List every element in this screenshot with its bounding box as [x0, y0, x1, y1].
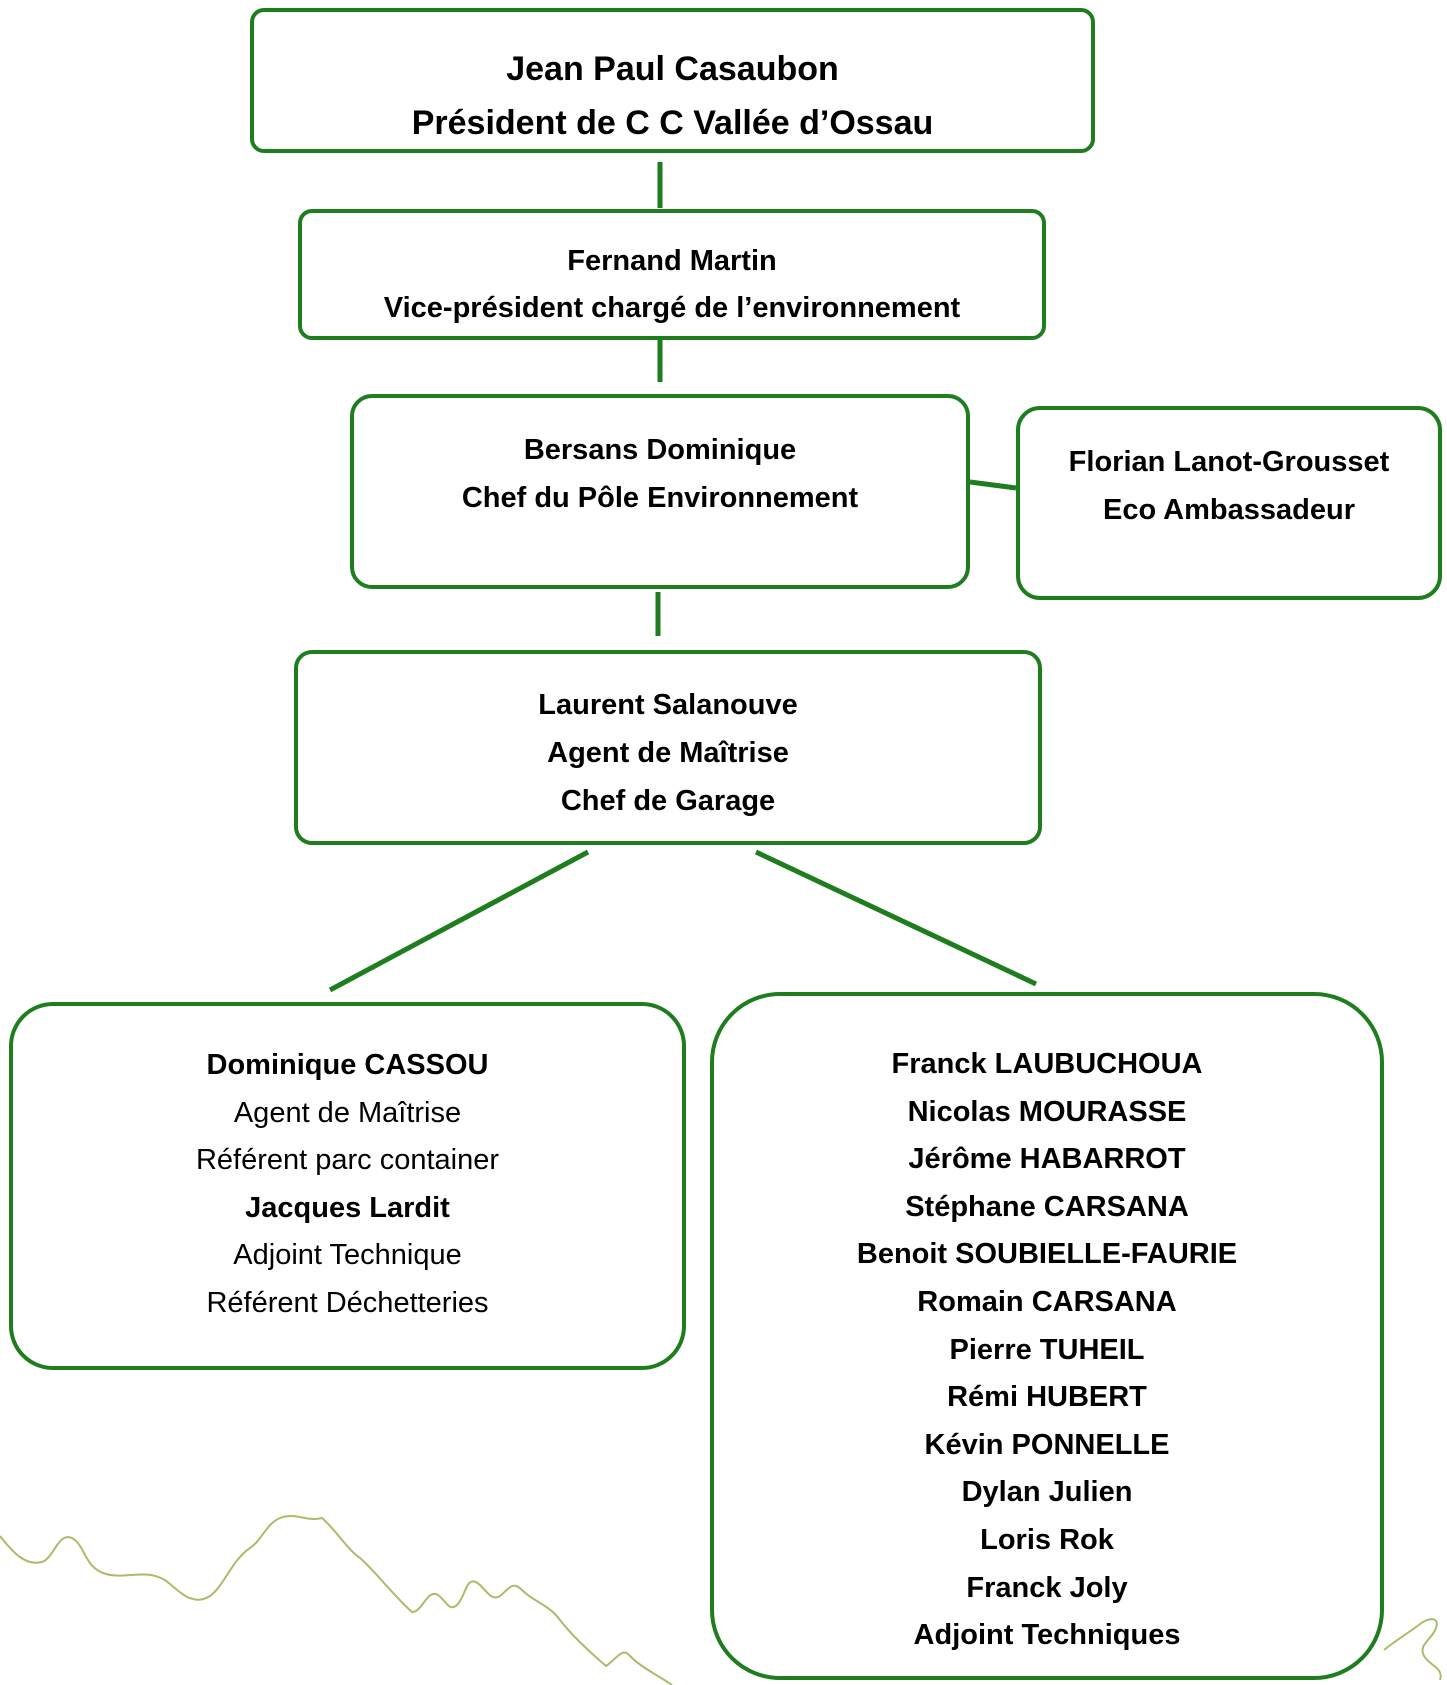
- right-team-member: Benoit SOUBIELLE-FAURIE: [856, 1238, 1238, 1271]
- left-team-line: Agent de Maîtrise: [233, 1096, 462, 1129]
- right-team-member: Franck Joly: [966, 1571, 1128, 1604]
- vice-president-name: Fernand Martin: [567, 245, 777, 277]
- right-team-member: Loris Rok: [980, 1523, 1114, 1556]
- right-team-member: Kévin PONNELLE: [924, 1428, 1170, 1461]
- right-team-member: Pierre TUHEIL: [949, 1333, 1145, 1366]
- chef-garage-box: Laurent Salanouve Agent de Maîtrise Chef…: [294, 650, 1042, 845]
- right-team-member: Dylan Julien: [961, 1476, 1133, 1509]
- right-team-member: Romain CARSANA: [917, 1285, 1177, 1318]
- chef-garage-name: Laurent Salanouve: [538, 689, 798, 721]
- mountain-outline-decoration: [0, 1515, 673, 1685]
- eco-ambassadeur-name: Florian Lanot-Grousset: [1068, 446, 1390, 478]
- left-team-box: Dominique CASSOU Agent de Maîtrise Référ…: [9, 1002, 686, 1370]
- left-team-line: Référent Déchetteries: [206, 1286, 489, 1319]
- right-team-member: Nicolas MOURASSE: [907, 1095, 1187, 1128]
- chef-pole-name: Bersans Dominique: [523, 434, 797, 466]
- connector-garage-left-team: [328, 849, 590, 993]
- mountain-outline-decoration-right: [1383, 1618, 1442, 1681]
- eco-ambassadeur-box: Florian Lanot-Grousset Eco Ambassadeur: [1016, 406, 1442, 600]
- left-team-line: Dominique CASSOU: [206, 1049, 489, 1081]
- chef-garage-title: Chef de Garage: [560, 785, 776, 817]
- eco-ambassadeur-title: Eco Ambassadeur: [1103, 494, 1355, 526]
- chef-pole-box: Bersans Dominique Chef du Pôle Environne…: [350, 394, 970, 589]
- right-team-box: Franck LAUBUCHOUA Nicolas MOURASSE Jérôm…: [710, 992, 1384, 1680]
- vice-president-box: Fernand Martin Vice-président chargé de …: [298, 209, 1046, 340]
- right-team-member: Stéphane CARSANA: [905, 1190, 1189, 1223]
- right-team-member: Franck LAUBUCHOUA: [891, 1048, 1203, 1080]
- president-box: Jean Paul Casaubon Président de C C Vall…: [250, 8, 1095, 153]
- connector-garage-right-team: [754, 849, 1038, 987]
- left-team-line: Adjoint Technique: [233, 1239, 462, 1272]
- left-team-line: Jacques Lardit: [245, 1191, 450, 1224]
- president-name: Jean Paul Casaubon: [506, 50, 839, 88]
- president-title: Président de C C Vallée d’Ossau: [411, 104, 934, 142]
- right-team-member: Jérôme HABARROT: [908, 1143, 1186, 1176]
- chef-pole-title: Chef du Pôle Environnement: [461, 482, 859, 514]
- vice-president-title: Vice-président chargé de l’environnement: [383, 292, 961, 324]
- right-team-role: Adjoint Techniques: [913, 1619, 1181, 1652]
- connector-chef-pole-eco: [969, 479, 1017, 491]
- left-team-line: Référent parc container: [195, 1144, 500, 1177]
- chef-garage-role: Agent de Maîtrise: [547, 737, 789, 769]
- right-team-member: Rémi HUBERT: [947, 1381, 1147, 1414]
